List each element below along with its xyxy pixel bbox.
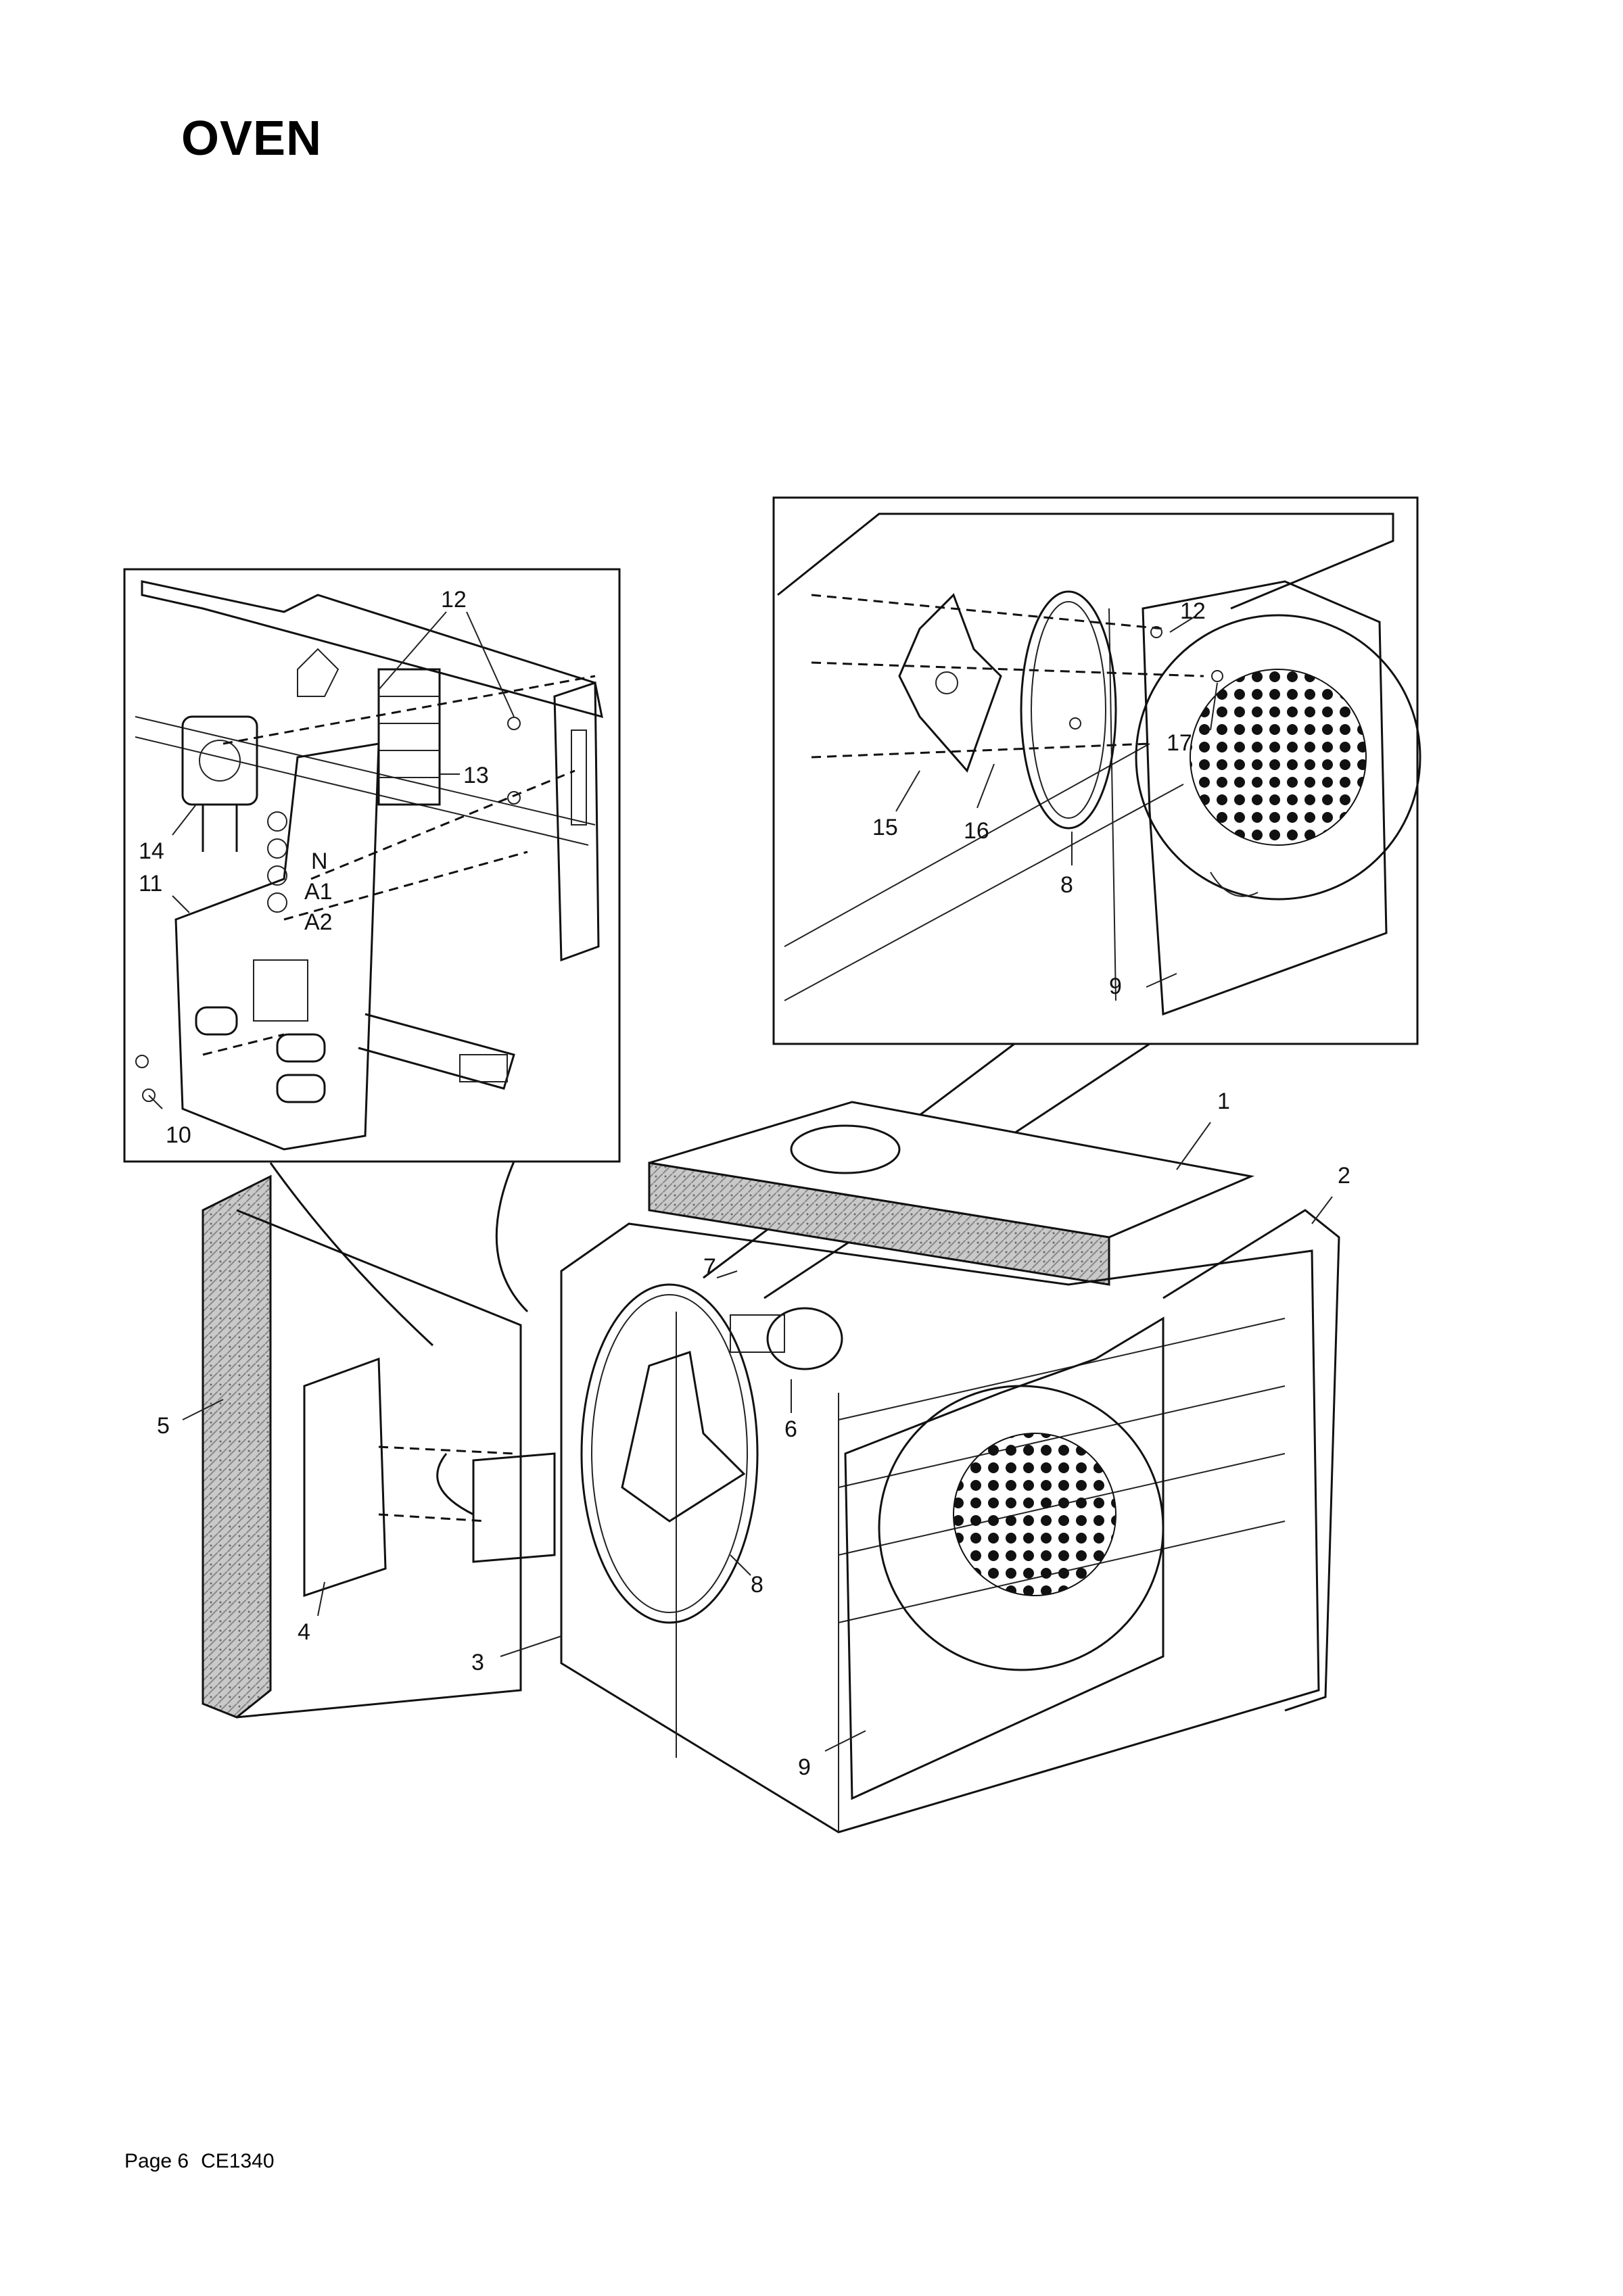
left-inset-detail xyxy=(123,568,621,1163)
footer-page-number: Page 6 xyxy=(124,2150,189,2172)
callout-14: 14 xyxy=(139,838,164,864)
callout-13: 13 xyxy=(463,763,489,788)
page-footer: Page 6 CE1340 xyxy=(124,2150,287,2173)
callout-15: 15 xyxy=(872,815,898,840)
callout-12-inset: 12 xyxy=(1180,598,1206,624)
callout-6: 6 xyxy=(784,1416,797,1442)
footer-model-code: CE1340 xyxy=(201,2150,275,2172)
panel-label-a1: A1 xyxy=(304,879,333,905)
callout-2: 2 xyxy=(1338,1163,1350,1189)
callout-8-inset: 8 xyxy=(1060,872,1073,898)
callout-3: 3 xyxy=(471,1650,484,1675)
right-inset-detail xyxy=(772,496,1421,1045)
callout-9-main: 9 xyxy=(798,1754,811,1780)
page-title: OVEN xyxy=(181,112,323,166)
main-exploded-view xyxy=(182,1101,1340,1834)
callout-16: 16 xyxy=(964,818,989,844)
callout-11: 11 xyxy=(139,871,162,896)
callout-10: 10 xyxy=(166,1122,191,1148)
callout-12-left: 12 xyxy=(441,587,467,613)
callout-17: 17 xyxy=(1167,730,1192,756)
callout-4: 4 xyxy=(298,1619,310,1645)
callout-5: 5 xyxy=(157,1413,170,1439)
callout-1: 1 xyxy=(1217,1089,1230,1114)
callout-7: 7 xyxy=(703,1254,716,1280)
callout-8-main: 8 xyxy=(751,1572,763,1598)
panel-label-n: N xyxy=(311,848,328,874)
callout-9-inset: 9 xyxy=(1109,974,1122,999)
panel-label-a2: A2 xyxy=(304,909,333,935)
